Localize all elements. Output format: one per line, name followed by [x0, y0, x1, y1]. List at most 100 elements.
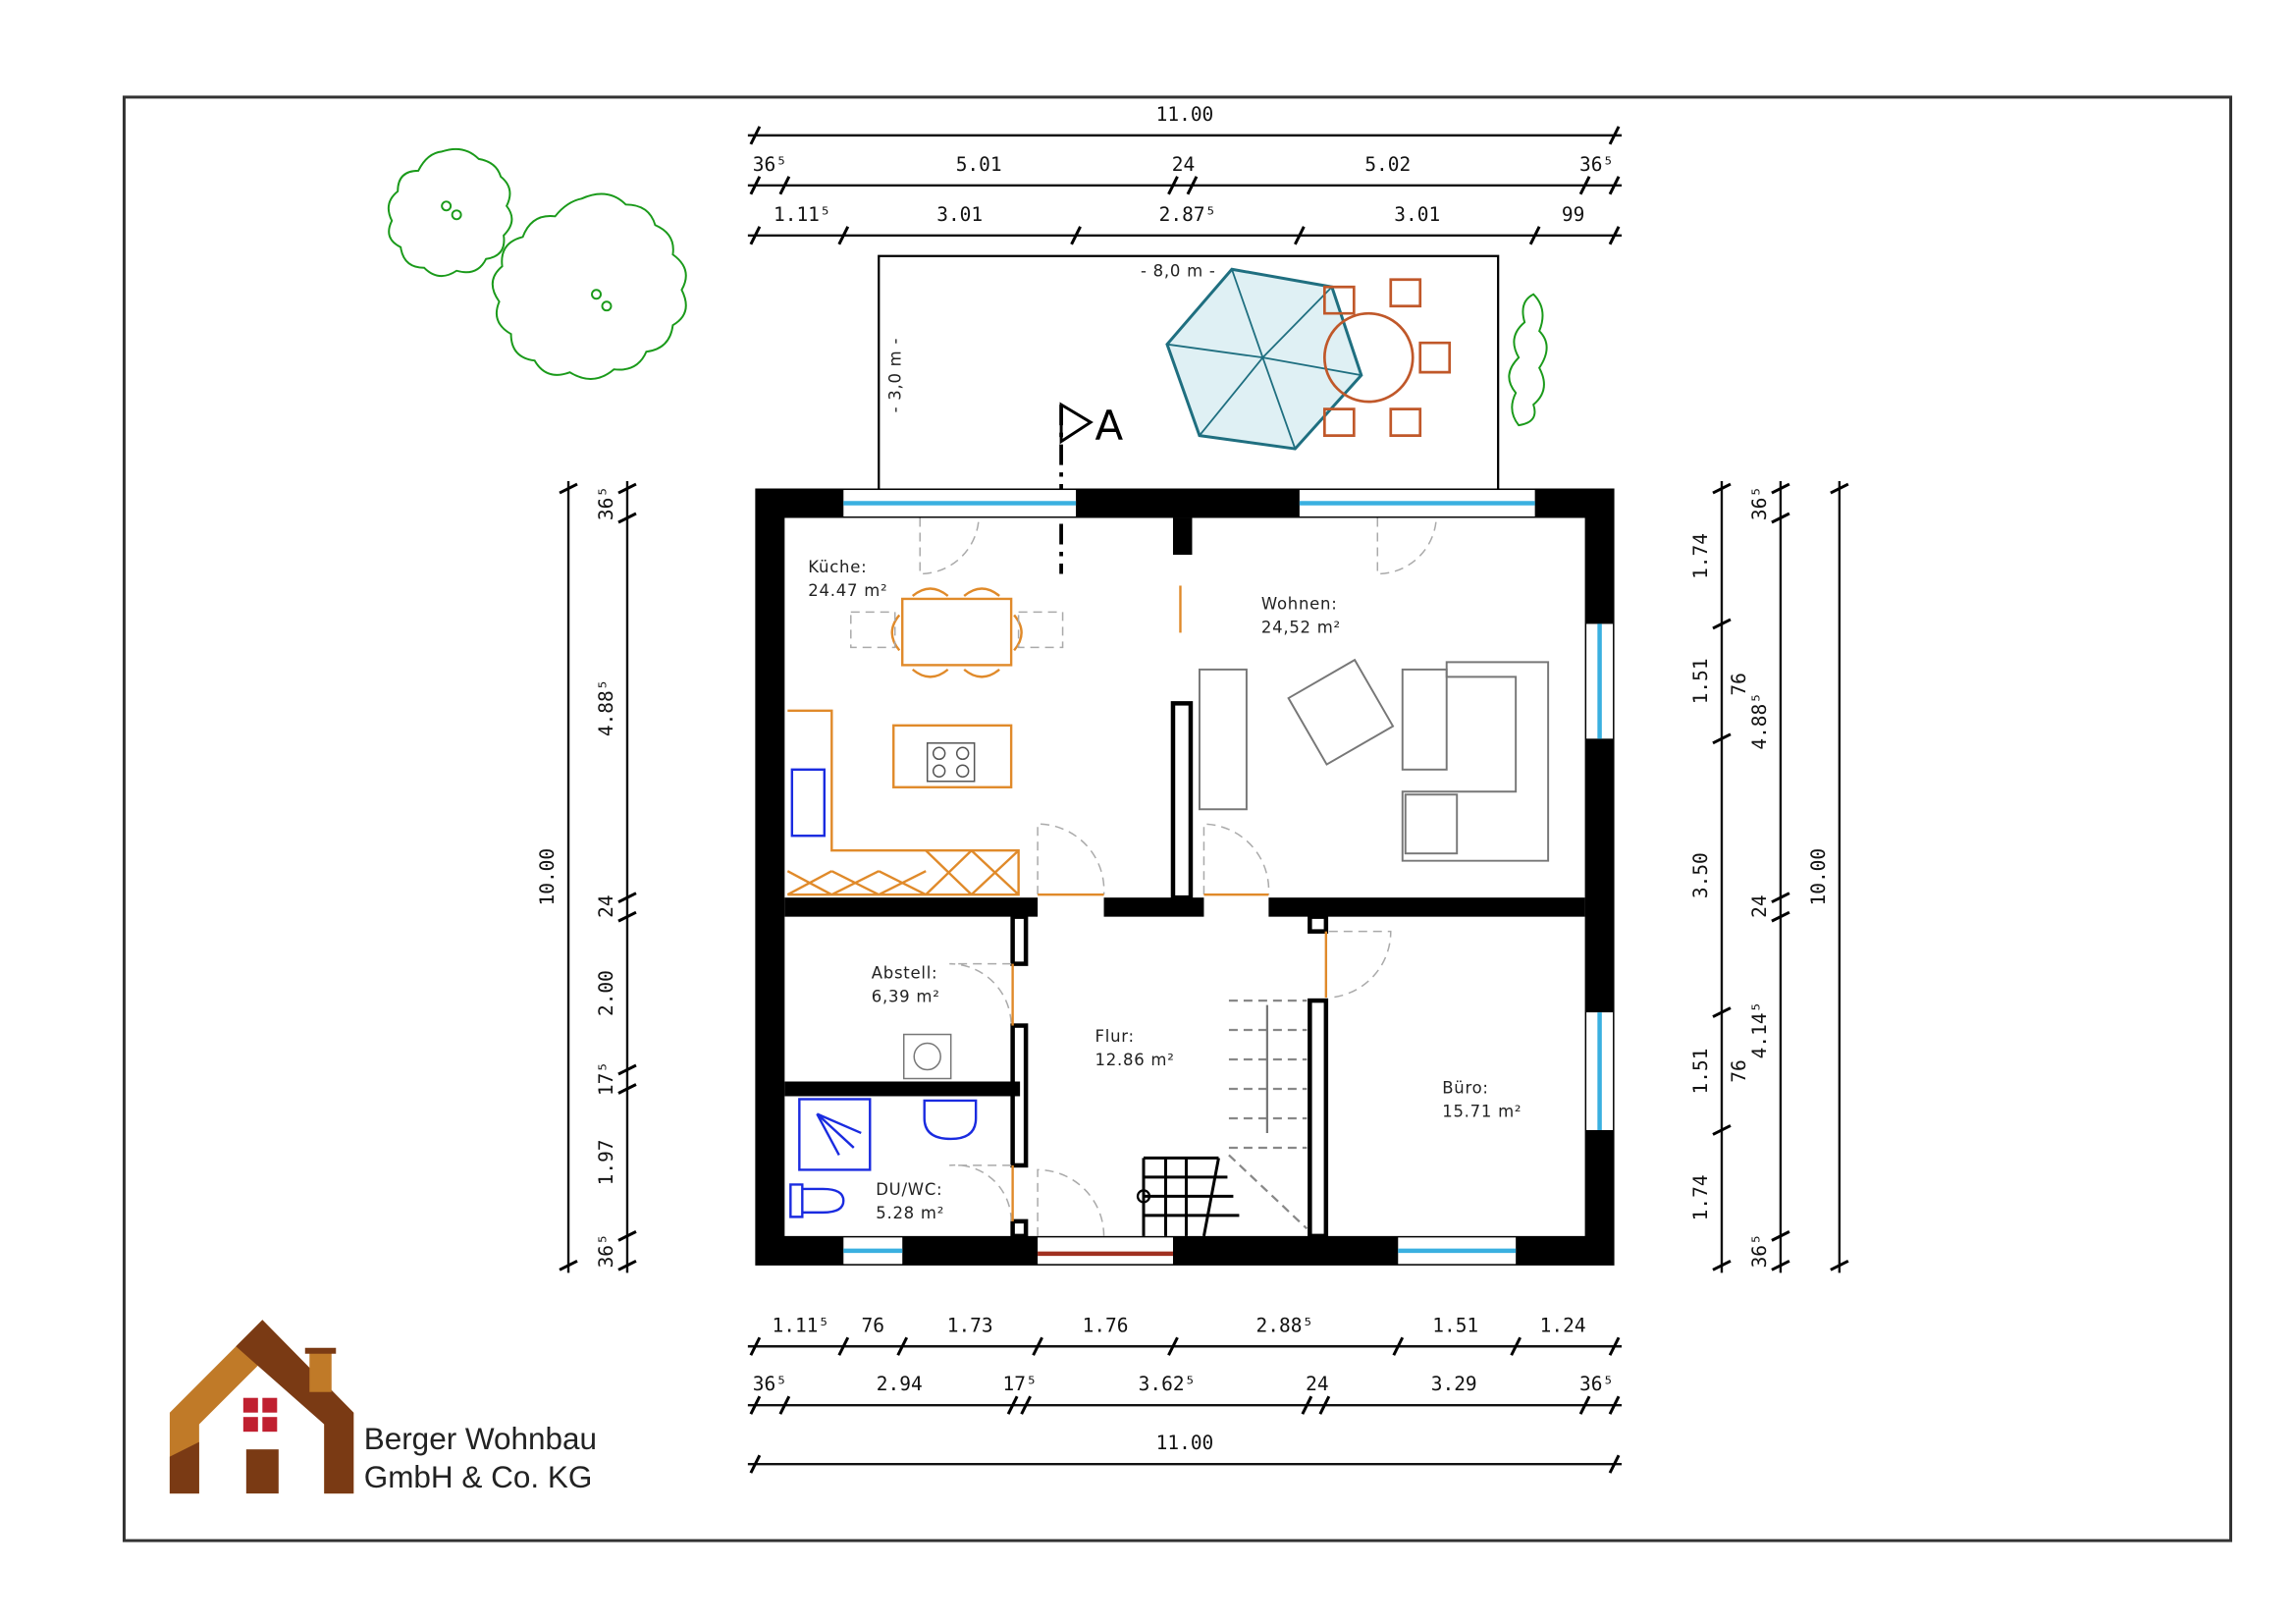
dimension-tick — [617, 892, 637, 904]
dim-label: 2.88⁵ — [1256, 1314, 1314, 1336]
dimension-tick — [1032, 1336, 1043, 1356]
dimension-tick — [1771, 892, 1790, 904]
room-name-duwc: DU/WC: — [876, 1180, 942, 1199]
dimension-tick — [1020, 1395, 1032, 1415]
garden-table-icon — [1322, 278, 1452, 437]
dim-bottom-overall: 11.00 — [1156, 1432, 1214, 1454]
dim-label: 36⁵ — [753, 153, 787, 176]
dimension-tick — [749, 1454, 762, 1474]
umbrella-icon — [1165, 267, 1363, 451]
dim-label: 1.24 — [1540, 1314, 1586, 1336]
room-area-duwc: 5.28 m² — [876, 1204, 944, 1222]
kitchen-sink-icon — [790, 768, 826, 838]
dimension-tick — [617, 512, 637, 524]
dim-label: 76 — [1728, 1059, 1750, 1082]
staircase — [1136, 999, 1308, 1237]
dimension-tick — [1712, 1124, 1732, 1136]
dimension-tick — [1608, 226, 1621, 245]
sanitary — [789, 1033, 978, 1218]
dimension-tick — [1712, 1006, 1732, 1018]
dimension-tick — [1510, 1336, 1522, 1356]
dimension-tick — [749, 1336, 762, 1356]
dimension-ticks — [559, 126, 1849, 1474]
dim-label: 17⁵ — [595, 1061, 617, 1096]
dimension-tick — [837, 1336, 850, 1356]
dimension-tick — [617, 910, 637, 923]
dim-label: 1.76 — [1083, 1314, 1129, 1336]
room-name-buero: Büro: — [1442, 1078, 1489, 1097]
sheet-border — [122, 95, 2232, 1542]
living-furniture — [1198, 658, 1550, 862]
dimension-tick — [1712, 618, 1732, 630]
dimension-tick — [1006, 1395, 1019, 1415]
dimension-tick — [617, 482, 637, 495]
company-logo: Berger Wohnbau GmbH & Co. KG — [169, 1320, 597, 1494]
dimension-tick — [749, 226, 762, 245]
dimension-tick — [778, 1395, 791, 1415]
walls — [755, 488, 1615, 1266]
dimension-tick — [1608, 176, 1621, 195]
dim-label: 4.14⁵ — [1748, 1001, 1771, 1059]
logo-line1: Berger Wohnbau — [364, 1422, 597, 1456]
dimension-tick — [1771, 910, 1790, 923]
dimension-tick — [1608, 1336, 1621, 1356]
dim-label: 5.01 — [956, 153, 1002, 176]
dim-label: 1.11⁵ — [773, 1314, 830, 1336]
dimension-tick — [749, 1395, 762, 1415]
dimension-tick — [559, 1259, 578, 1271]
tree-icon — [387, 147, 513, 277]
dim-label: 99 — [1562, 203, 1584, 226]
dim-label: 76 — [862, 1314, 884, 1336]
dimension-tick — [1608, 126, 1621, 145]
dimension-tick — [1608, 1454, 1621, 1474]
dim-label: 2.87⁵ — [1159, 203, 1217, 226]
room-area-buero: 15.71 m² — [1442, 1102, 1522, 1120]
dim-label: 1.11⁵ — [774, 203, 831, 226]
dimension-tick — [1294, 226, 1306, 245]
dim-label: 36⁵ — [1579, 1373, 1614, 1395]
dim-label: 24 — [1748, 894, 1771, 917]
dimension-tick — [1712, 1259, 1732, 1271]
dim-label: 36⁵ — [753, 1373, 787, 1395]
dim-label: 2.00 — [595, 970, 617, 1016]
dim-label: 24 — [1172, 153, 1195, 176]
shower-icon — [798, 1098, 872, 1171]
dim-label: 3.01 — [1394, 203, 1440, 226]
terrace-width-label: - 8,0 m - — [1141, 262, 1216, 281]
dimension-tick — [1167, 176, 1179, 195]
dimension-tick — [837, 226, 850, 245]
dimension-tick — [1167, 1336, 1179, 1356]
hedge-icon — [1508, 293, 1548, 427]
room-area-kueche: 24.47 m² — [808, 581, 887, 600]
dimension-tick — [617, 1230, 637, 1242]
dim-label: 1.74 — [1689, 533, 1712, 579]
dimension-tick — [1771, 1259, 1790, 1271]
dim-label: 4.88⁵ — [595, 679, 617, 737]
dim-label: 36⁵ — [1748, 486, 1771, 520]
dimension-tick — [1392, 1336, 1405, 1356]
dimension-tick — [749, 126, 762, 145]
room-area-abstell: 6,39 m² — [872, 988, 940, 1006]
dimension-tick — [1608, 1395, 1621, 1415]
room-area-wohnen: 24,52 m² — [1261, 618, 1341, 636]
dim-label: 3.50 — [1689, 852, 1712, 898]
section-marker: A — [1059, 402, 1124, 574]
doors — [919, 517, 1437, 1236]
dim-label: 1.51 — [1689, 1049, 1712, 1095]
dim-label: 3.62⁵ — [1139, 1373, 1197, 1395]
dimension-tick — [1771, 1230, 1790, 1242]
dimension-tick — [1578, 176, 1591, 195]
dimension-tick — [1301, 1395, 1313, 1415]
dim-label: 3.01 — [936, 203, 983, 226]
dimension-tick — [1771, 512, 1790, 524]
right-dimensions: 1.74 1.51 3.50 1.51 1.74 76 76 36⁵ 4.88⁵… — [1689, 481, 1842, 1273]
room-name-kueche: Küche: — [808, 558, 867, 576]
dim-label: 1.97 — [595, 1139, 617, 1185]
dim-left-overall: 10.00 — [536, 848, 559, 906]
dim-label: 1.51 — [1432, 1314, 1478, 1336]
dim-label: 24 — [1306, 1373, 1328, 1395]
dimension-tick — [559, 482, 578, 495]
dim-right-overall: 10.00 — [1807, 848, 1830, 906]
dimension-tick — [1712, 482, 1732, 495]
dim-label: 1.51 — [1689, 658, 1712, 704]
